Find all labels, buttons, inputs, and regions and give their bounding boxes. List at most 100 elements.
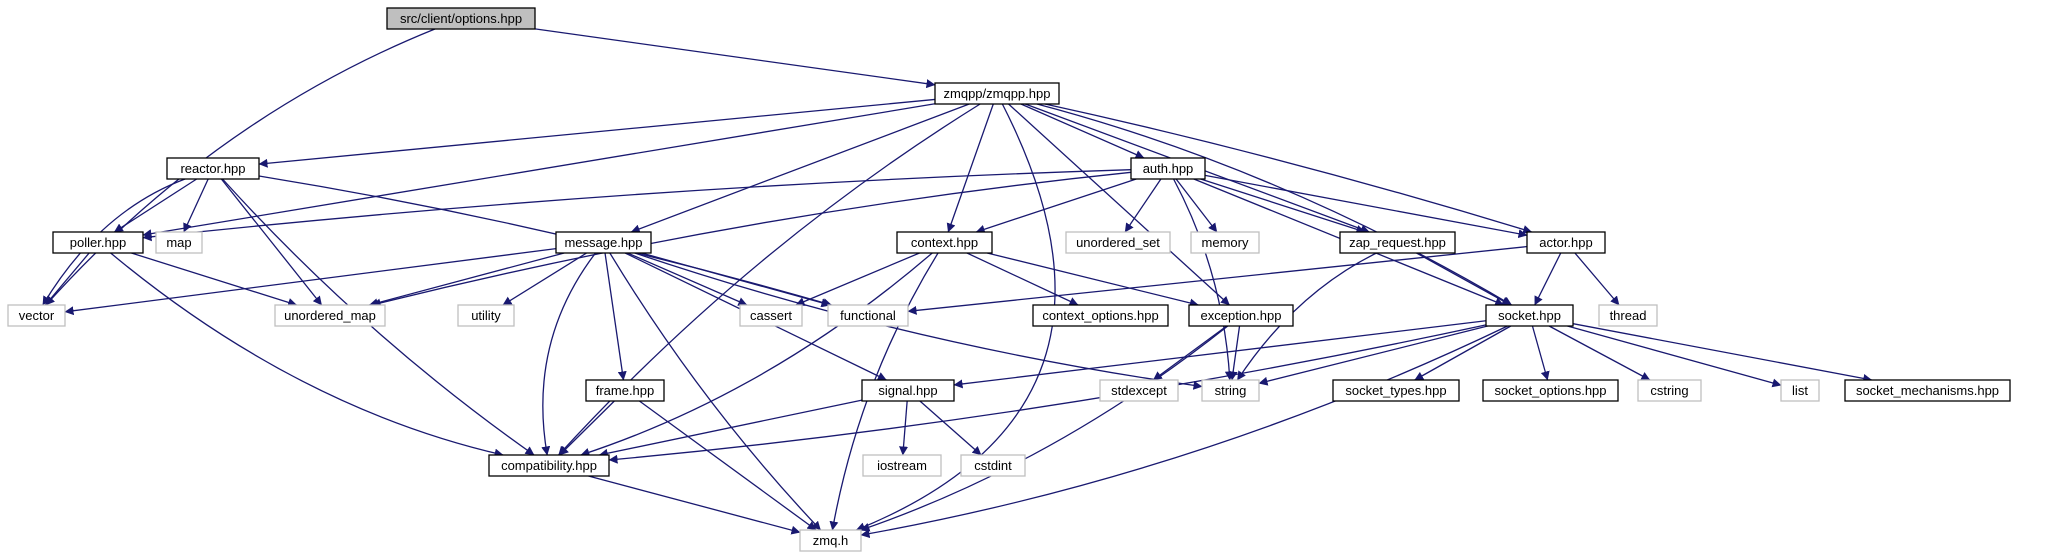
node-label: socket.hpp bbox=[1498, 308, 1561, 323]
node-label: socket_mechanisms.hpp bbox=[1856, 383, 1999, 398]
node-zap-request[interactable]: zap_request.hpp bbox=[1339, 231, 1456, 254]
node-label: zap_request.hpp bbox=[1349, 235, 1446, 250]
node-label: socket_options.hpp bbox=[1494, 383, 1606, 398]
edge-zap_request-to-string bbox=[1236, 252, 1377, 381]
edge-zmqpp-to-auth bbox=[1020, 103, 1145, 159]
node-label: zmq.h bbox=[813, 533, 848, 548]
node-box bbox=[739, 304, 803, 327]
nodes-layer: src/client/options.hpp zmqpp/zmqpp.hpp rea… bbox=[7, 7, 2011, 552]
node-memory: memory bbox=[1190, 231, 1260, 254]
node-reactor[interactable]: reactor.hpp bbox=[166, 157, 260, 180]
edge-auth-to-string bbox=[1172, 178, 1234, 381]
node-socket-options[interactable]: socket_options.hpp bbox=[1482, 379, 1619, 402]
node-utility: utility bbox=[457, 304, 515, 327]
edge-frame-to-compatibility bbox=[559, 400, 615, 456]
edge-actor-to-functional bbox=[907, 245, 1528, 315]
node-message[interactable]: message.hpp bbox=[555, 231, 652, 254]
node-box bbox=[274, 304, 386, 327]
edge-socket-to-string bbox=[1258, 325, 1488, 386]
edge-auth-to-unordered_set bbox=[1124, 178, 1162, 233]
edge-reactor-to-map bbox=[183, 178, 209, 233]
node-label: unordered_set bbox=[1076, 235, 1160, 250]
node-actor[interactable]: actor.hpp bbox=[1526, 231, 1606, 254]
node-zmq-h: zmq.h bbox=[799, 529, 862, 552]
edge-signal-to-cstdint bbox=[919, 400, 982, 456]
edge-message-to-unordered_map bbox=[368, 252, 565, 308]
node-label: exception.hpp bbox=[1201, 308, 1282, 323]
node-label: reactor.hpp bbox=[180, 161, 245, 176]
node-compatibility[interactable]: compatibility.hpp bbox=[488, 454, 610, 477]
node-label: signal.hpp bbox=[878, 383, 937, 398]
node-socket[interactable]: socket.hpp bbox=[1485, 304, 1574, 327]
edge-options-to-vector bbox=[45, 28, 436, 306]
edge-auth-to-unordered_map bbox=[371, 171, 1132, 308]
node-exception[interactable]: exception.hpp bbox=[1188, 304, 1294, 327]
node-poller[interactable]: poller.hpp bbox=[52, 231, 144, 254]
edge-actor-to-socket bbox=[1534, 252, 1562, 306]
node-box bbox=[1526, 231, 1606, 254]
edge-message-to-compatibility bbox=[541, 252, 597, 456]
node-vector: vector bbox=[7, 304, 66, 327]
edge-socket-to-list bbox=[1567, 325, 1782, 388]
edge-auth-to-actor bbox=[1204, 174, 1528, 239]
node-label: stdexcept bbox=[1111, 383, 1167, 398]
node-context-options[interactable]: context_options.hpp bbox=[1032, 304, 1169, 327]
node-box bbox=[1598, 304, 1658, 327]
node-box bbox=[1339, 231, 1456, 254]
node-label: message.hpp bbox=[564, 235, 642, 250]
node-label: cassert bbox=[750, 308, 792, 323]
edge-poller-to-unordered_map bbox=[131, 252, 298, 307]
node-box bbox=[1130, 157, 1206, 180]
node-cstdint: cstdint bbox=[960, 454, 1026, 477]
node-map: map bbox=[155, 231, 203, 254]
edge-message-to-frame bbox=[604, 252, 627, 381]
node-box bbox=[555, 231, 652, 254]
node-box bbox=[1190, 231, 1260, 254]
edge-message-to-cassert bbox=[627, 252, 748, 306]
node-socket-types[interactable]: socket_types.hpp bbox=[1332, 379, 1460, 402]
node-label: compatibility.hpp bbox=[501, 458, 597, 473]
node-thread: thread bbox=[1598, 304, 1658, 327]
node-unordered-map: unordered_map bbox=[274, 304, 386, 327]
edge-reactor-to-functional bbox=[258, 175, 832, 307]
node-options: src/client/options.hpp bbox=[386, 7, 536, 30]
node-zmqpp[interactable]: zmqpp/zmqpp.hpp bbox=[934, 82, 1060, 105]
edge-reactor-to-vector bbox=[42, 178, 186, 306]
node-box bbox=[1032, 304, 1169, 327]
node-label: list bbox=[1792, 383, 1808, 398]
edge-message-to-functional bbox=[641, 252, 831, 308]
edge-socket-to-zmq_h bbox=[860, 325, 1508, 539]
node-socket-mechanisms[interactable]: socket_mechanisms.hpp bbox=[1844, 379, 2011, 402]
edge-context-to-cassert bbox=[795, 252, 920, 306]
node-signal[interactable]: signal.hpp bbox=[861, 379, 955, 402]
edge-context-to-context_options bbox=[966, 252, 1079, 306]
node-context[interactable]: context.hpp bbox=[896, 231, 993, 254]
edge-reactor-to-unordered_map bbox=[220, 178, 323, 306]
node-frame[interactable]: frame.hpp bbox=[585, 379, 665, 402]
node-box bbox=[1482, 379, 1619, 402]
node-box bbox=[827, 304, 909, 327]
node-label: zmqpp/zmqpp.hpp bbox=[944, 86, 1051, 101]
edge-socket-to-cstring bbox=[1548, 325, 1651, 381]
node-label: socket_types.hpp bbox=[1345, 383, 1446, 398]
node-auth[interactable]: auth.hpp bbox=[1130, 157, 1206, 180]
node-box bbox=[861, 379, 955, 402]
node-label: memory bbox=[1202, 235, 1249, 250]
edge-socket-to-compatibility bbox=[608, 324, 1487, 464]
edge-message-to-string bbox=[634, 252, 1203, 390]
node-box bbox=[488, 454, 610, 477]
node-box bbox=[1188, 304, 1294, 327]
node-label: iostream bbox=[877, 458, 927, 473]
edge-socket-to-signal bbox=[953, 320, 1487, 389]
node-unordered-set: unordered_set bbox=[1065, 231, 1171, 254]
node-label: map bbox=[166, 235, 191, 250]
node-box bbox=[1099, 379, 1179, 402]
node-box bbox=[52, 231, 144, 254]
edge-auth-to-zap_request bbox=[1200, 178, 1366, 234]
node-label: frame.hpp bbox=[596, 383, 655, 398]
edge-signal-to-compatibility bbox=[598, 399, 863, 458]
edge-exception-to-string bbox=[1228, 325, 1241, 381]
edge-reactor-to-poller bbox=[113, 178, 198, 233]
node-string: string bbox=[1201, 379, 1260, 402]
